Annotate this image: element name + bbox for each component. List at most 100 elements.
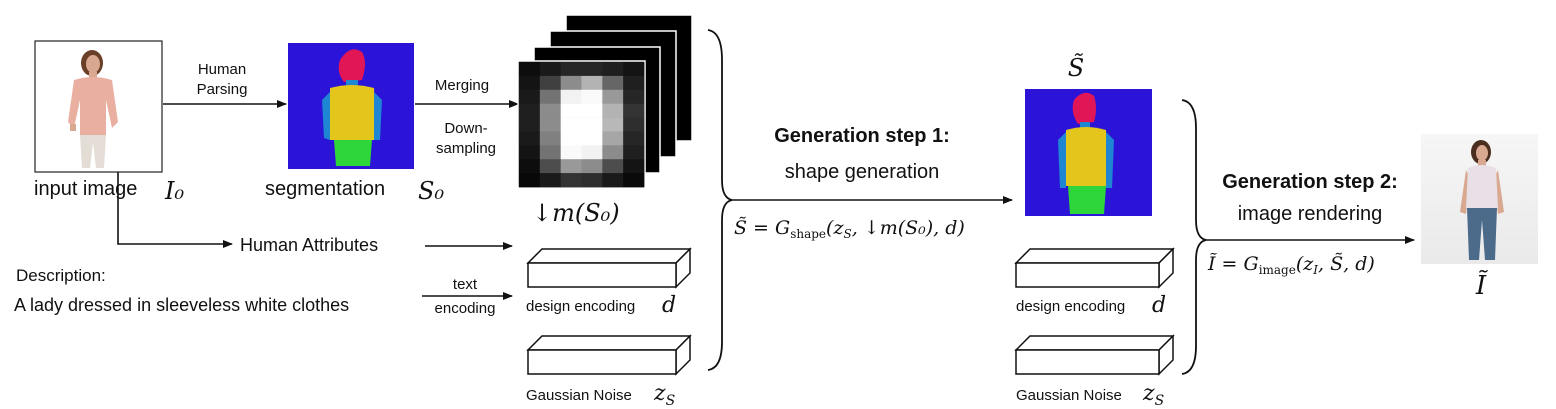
step2-title: Generation step 2:: [1222, 171, 1398, 193]
gen-seg-neck: [1080, 122, 1090, 128]
gen-seg-hair: [1072, 92, 1096, 124]
mask-cell: [519, 117, 541, 132]
mask-cell: [602, 173, 624, 188]
photo-pants: [80, 135, 106, 168]
mask-cell: [581, 173, 603, 188]
gaussian-noise-block-2: [1014, 334, 1175, 376]
step1-formula-arg-sub: S: [843, 227, 851, 241]
step1-formula: S̃ = Gshape(zS, ↓m(S₀), d): [734, 217, 965, 241]
step2-formula-arg-sub: I: [1312, 263, 1318, 277]
mask-cell: [560, 145, 582, 160]
mask-cell: [539, 103, 561, 118]
photo-top: [68, 77, 118, 135]
out-neck: [1478, 160, 1486, 166]
mask-cell: [623, 131, 645, 146]
description-title: Description:: [16, 266, 106, 285]
mask-cell: [623, 62, 645, 77]
seg-hair: [338, 49, 365, 82]
downsampled-mask-grid: [519, 62, 645, 188]
gen-seg-arm-right: [1106, 132, 1114, 188]
seg-arm-right: [374, 92, 382, 140]
design-encoding-label-1: design encoding: [526, 298, 635, 315]
mask-cell: [519, 145, 541, 160]
photo-hands: [70, 124, 76, 131]
mask-cell: [519, 89, 541, 104]
mask-cell: [539, 62, 561, 77]
mask-cell: [602, 75, 624, 91]
step2-formula-lhs: Ĩ = G: [1207, 253, 1259, 275]
description-text: A lady dressed in sleeveless white cloth…: [14, 295, 349, 315]
mask-cell: [539, 89, 561, 104]
step1-formula-sub: shape: [790, 227, 826, 241]
s-tilde-symbol: S̃: [1068, 54, 1084, 82]
mask-cell: [539, 75, 561, 91]
mask-cell: [623, 75, 645, 91]
design-encoding-block-2: [1014, 247, 1175, 289]
input-image-photo: [34, 40, 163, 173]
step2-subtitle: image rendering: [1238, 203, 1383, 225]
generated-segmentation: [1025, 89, 1152, 216]
mask-cell: [560, 173, 582, 188]
downsampling-label-line2: sampling: [436, 140, 496, 157]
mask-cell: [519, 62, 541, 77]
mask-symbol: ↓m(S₀): [532, 199, 620, 227]
text-encoding-label-line1: text: [453, 276, 478, 293]
gaussian-noise-symbol-2-z: z: [1142, 381, 1155, 406]
mask-cell: [581, 145, 603, 160]
mask-cell: [519, 103, 541, 118]
gaussian-noise-symbol-2-sub: S: [1155, 393, 1165, 409]
step2-formula-arg: (z: [1296, 253, 1314, 275]
segmentation-label: segmentation: [265, 178, 385, 200]
gaussian-noise-symbol-1-z: z: [653, 381, 666, 406]
mask-cell: [623, 117, 645, 132]
design-encoding-block-1: [526, 247, 692, 289]
mask-cell: [560, 103, 582, 118]
mask-cell: [623, 89, 645, 104]
gaussian-noise-label-2: Gaussian Noise: [1016, 387, 1122, 404]
mask-cell: [519, 75, 541, 91]
mask-cell: [581, 89, 603, 104]
step2-formula: Ĩ = Gimage(zI, S̃, d): [1207, 253, 1375, 277]
out-face: [1476, 145, 1488, 161]
gaussian-noise-symbol-1: zS: [653, 381, 675, 409]
input-image-symbol: I₀: [164, 177, 184, 205]
gaussian-noise-symbol-1-sub: S: [666, 393, 676, 409]
step1-formula-lhs: S̃ = G: [734, 217, 790, 239]
seg-neck: [346, 80, 358, 86]
mask-cell: [623, 103, 645, 118]
out-jeans: [1467, 208, 1497, 260]
mask-stack: [517, 14, 693, 189]
design-encoding-symbol-1: d: [662, 293, 676, 318]
out-arms: [1460, 170, 1504, 214]
mask-cell: [602, 159, 624, 174]
mask-cell: [581, 131, 603, 146]
attributes-arrow-in: [117, 172, 233, 248]
mask-cell: [519, 159, 541, 174]
brace-2: [1181, 99, 1207, 375]
human-attributes-label: Human Attributes: [240, 235, 378, 255]
step1-formula-end: , ↓m(S₀), d): [852, 217, 965, 239]
mask-cell: [602, 103, 624, 118]
mask-cell: [623, 173, 645, 188]
input-image-label: input image: [34, 178, 137, 200]
mask-cell: [519, 131, 541, 146]
mask-cell: [539, 131, 561, 146]
design-encoding-label-2: design encoding: [1016, 298, 1125, 315]
mask-cell: [519, 173, 541, 188]
mask-cell: [581, 159, 603, 174]
gaussian-noise-block-1: [526, 334, 692, 376]
mask-cell: [623, 145, 645, 160]
mask-cell: [581, 75, 603, 91]
mask-cell: [581, 62, 603, 77]
gaussian-noise-label-1: Gaussian Noise: [526, 387, 632, 404]
gen-seg-upper: [1066, 127, 1108, 186]
gen-seg-arm-left: [1058, 132, 1066, 188]
mask-cell: [602, 89, 624, 104]
gaussian-noise-symbol-2: zS: [1142, 381, 1164, 409]
mask-cell: [539, 117, 561, 132]
mask-cell: [539, 145, 561, 160]
step2-formula-sub: image: [1259, 263, 1296, 277]
mask-cell: [560, 159, 582, 174]
seg-arm-left: [322, 92, 330, 140]
